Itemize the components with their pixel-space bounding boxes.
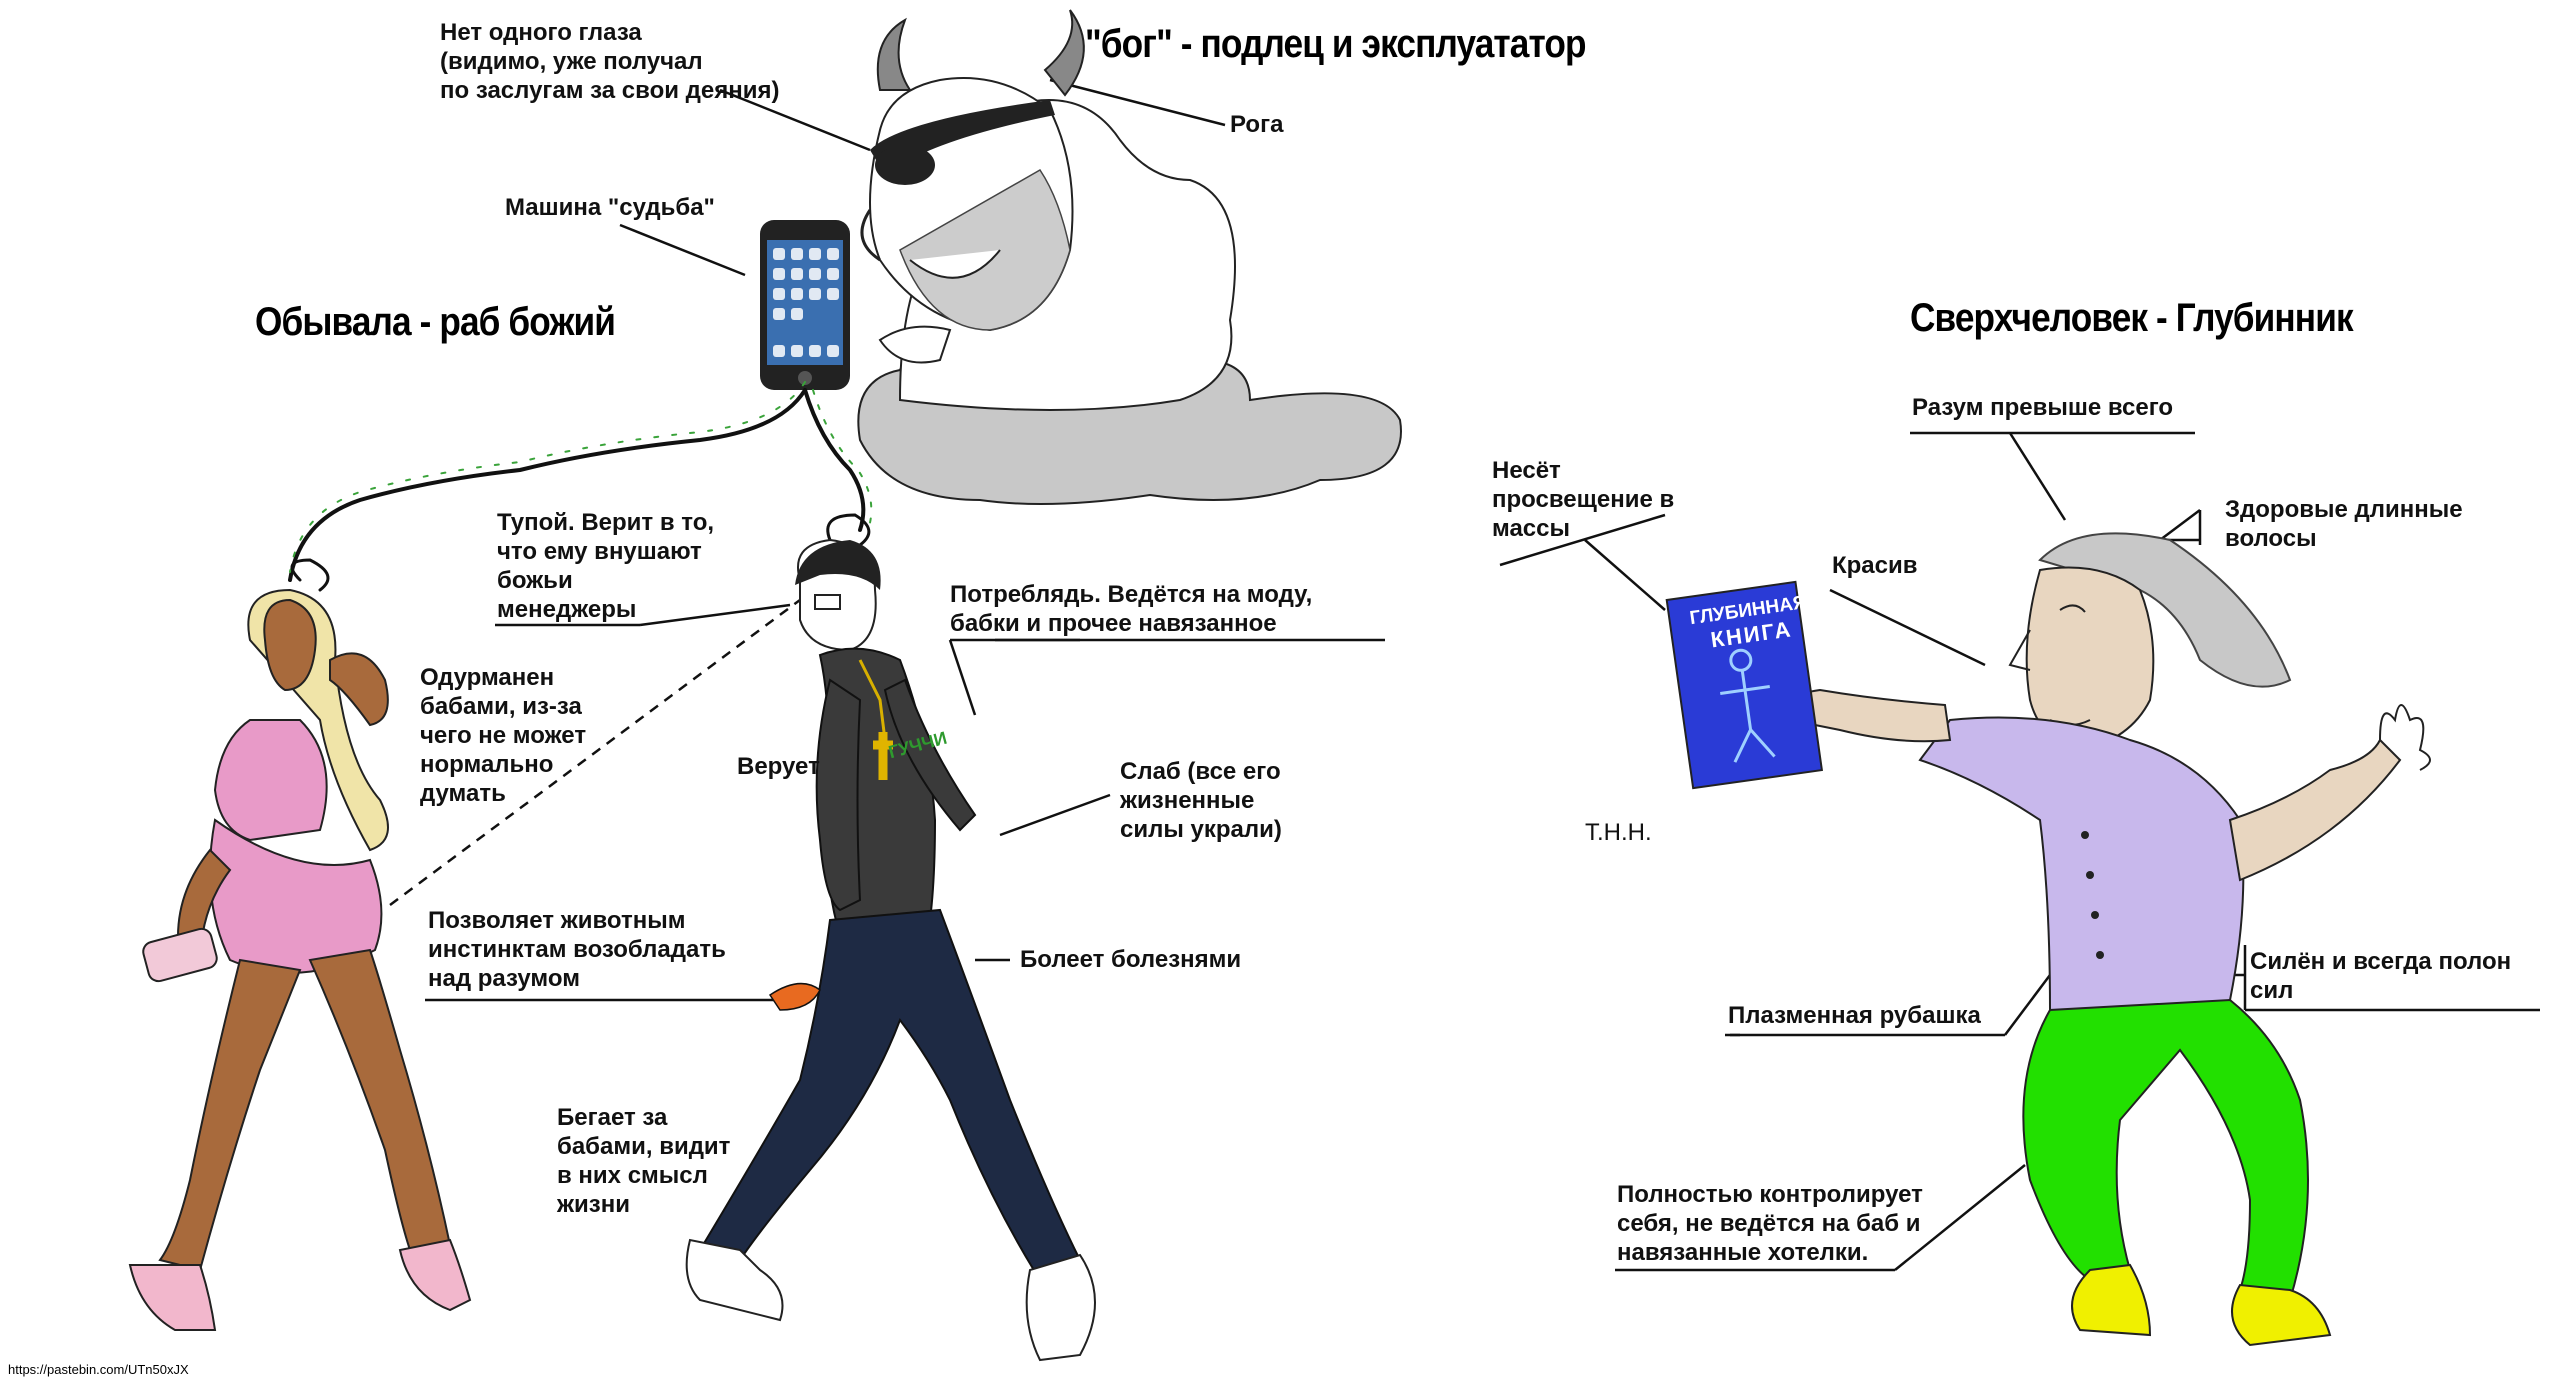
label-stupid: Тупой. Верит в то, что ему внушают божьи… — [497, 509, 715, 623]
clutch-bag — [142, 927, 218, 983]
woman-figure — [128, 588, 472, 1331]
cross-pendant — [873, 732, 893, 780]
label-hair: Здоровые длинные волосы — [2225, 496, 2463, 552]
label-drugged: Одурманен бабами, из-за чего не может но… — [420, 664, 587, 807]
label-handsome: Красив — [1832, 552, 1918, 579]
label-one-eye: Нет одного глаза (видимо, уже получал по… — [440, 19, 780, 104]
plasma-shirt — [1918, 716, 2245, 1019]
deep-book — [1665, 580, 1824, 790]
god-title: "бог" - подлец и эксплуататор — [1085, 22, 1586, 66]
green-pants — [2022, 998, 2309, 1302]
label-weak: Слаб (все его жизненные силы украли) — [1120, 758, 1282, 843]
label-consumer: Потреблядь. Ведётся на моду, бабки и про… — [950, 581, 1313, 637]
label-instincts: Позволяет животным инстинктам возобладат… — [428, 907, 726, 992]
normie-figure — [685, 538, 1096, 1362]
lit-crotch — [768, 982, 821, 1011]
superman-title: Сверхчеловек - Глубинник — [1910, 296, 2354, 340]
label-believes: Верует — [737, 753, 820, 780]
right-horn — [1043, 9, 1085, 97]
control-wires — [288, 381, 873, 592]
label-enlightenment: Несёт просвещение в массы — [1492, 457, 1675, 542]
label-strong: Силён и всегда полон сил — [2250, 948, 2512, 1004]
label-runs: Бегает за бабами, видит в них смысл жизн… — [557, 1104, 731, 1218]
normie-title: Обывала - раб божий — [255, 300, 616, 344]
god-figure — [857, 9, 1402, 505]
annotation-lines — [389, 78, 2540, 1272]
superman-figure — [1665, 532, 2431, 1347]
label-fate-machine: Машина "судьба" — [505, 194, 715, 221]
label-reason: Разум превыше всего — [1912, 394, 2174, 421]
phone — [760, 220, 850, 390]
label-shirt: Плазменная рубашка — [1728, 1002, 1981, 1029]
label-horns: Рога — [1230, 111, 1284, 138]
left-horn — [876, 17, 912, 91]
label-sick: Болеет болезнями — [1020, 946, 1242, 973]
source-url: https://pastebin.com/UTn50xJX — [8, 1362, 189, 1377]
label-thn: Т.Н.Н. — [1585, 819, 1652, 846]
label-control: Полностью контролирует себя, не ведётся … — [1617, 1181, 1923, 1266]
